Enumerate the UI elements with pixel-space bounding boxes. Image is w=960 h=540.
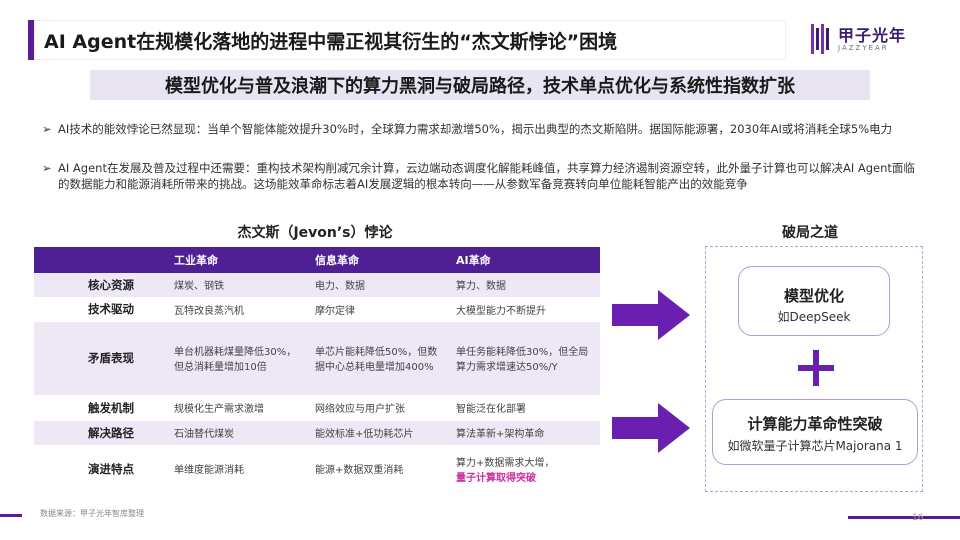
column-header: AI革命 (448, 247, 600, 273)
table-cell: 能源+数据双重消耗 (307, 445, 448, 493)
table-cell: 智能泛在化部署 (448, 395, 600, 421)
table-cell: 算法革新+架构革命 (448, 420, 600, 446)
right-arrow-icon (612, 403, 690, 453)
row-header: 演进特点 (34, 445, 166, 493)
table-cell: 单台机器耗煤量降低30%，但总消耗量增加10倍 (166, 321, 307, 396)
table-cell: 单芯片能耗降低50%，但数据中心总耗电量增加400% (307, 321, 448, 396)
table-row: 矛盾表现 单台机器耗煤量降低30%，但总消耗量增加10倍 单芯片能耗降低50%，… (34, 321, 600, 396)
solutions-title: 破局之道 (782, 225, 838, 241)
table-cell: 煤炭、钢铁 (166, 273, 307, 298)
table-row: 解决路径 石油替代煤炭 能效标准+低功耗芯片 算法革新+架构革命 (34, 420, 600, 446)
row-header: 技术驱动 (34, 297, 166, 322)
table-cell: 能效标准+低功耗芯片 (307, 420, 448, 446)
solution-example: 如微软量子计算芯片Majorana 1 (727, 439, 903, 453)
table-cell: 单任务能耗降低30%，但全局算力需求增速达50%/Y (448, 321, 600, 396)
plus-icon (798, 350, 834, 386)
column-header: 信息革命 (307, 247, 448, 273)
solutions-container (705, 246, 923, 492)
bullet-text: AI Agent在发展及普及过程中还需要：重构技术架构削减冗余计算，云边端动态调… (58, 161, 915, 191)
logo-text-cn: 甲子光年 (838, 26, 907, 45)
table-header-row: 工业革命 信息革命 AI革命 (34, 247, 600, 273)
bullet-arrow-icon: ➢ (42, 161, 52, 175)
brand-logo: 甲子光年 JAZZYEAR (810, 18, 930, 58)
table-title: 杰文斯（Jevon’s）悖论 (237, 225, 393, 241)
table-cell: 电力、数据 (307, 273, 448, 298)
subtitle-banner: 模型优化与普及浪潮下的算力黑洞与破局路径，技术单点优化与系统性指数扩张 (90, 70, 870, 100)
row-header: 触发机制 (34, 395, 166, 421)
row-header: 解决路径 (34, 420, 166, 446)
table-row: 触发机制 规模化生产需求激增 网络效应与用户扩张 智能泛在化部署 (34, 395, 600, 421)
solution-card: 计算能力革命性突破 如微软量子计算芯片Majorana 1 (712, 399, 918, 465)
solution-heading: 计算能力革命性突破 (747, 415, 883, 433)
table-cell: 瓦特改良蒸汽机 (166, 297, 307, 322)
logo-text-en: JAZZYEAR (838, 44, 889, 52)
column-header: 工业革命 (166, 247, 307, 273)
table-row: 核心资源 煤炭、钢铁 电力、数据 算力、数据 (34, 273, 600, 298)
solution-heading: 模型优化 (783, 287, 844, 305)
table-cell-text: 算力+数据需求大增， (456, 457, 555, 469)
footer-divider (0, 514, 22, 517)
table-cell: 摩尔定律 (307, 297, 448, 322)
logo-mark-icon (811, 24, 829, 54)
jevons-table: 工业革命 信息革命 AI革命 核心资源 煤炭、钢铁 电力、数据 算力、数据 技术… (34, 247, 600, 493)
bullet-point: ➢ AI Agent在发展及普及过程中还需要：重构技术架构削减冗余计算，云边端动… (42, 160, 922, 192)
data-source: 数据来源：甲子光年智库整理 (40, 509, 144, 518)
solution-card: 模型优化 如DeepSeek (738, 266, 890, 336)
bullet-point: ➢ AI技术的能效悖论已然显现：当单个智能体能效提升30%时，全球算力需求却激增… (42, 121, 922, 137)
bullet-text: AI技术的能效悖论已然显现：当单个智能体能效提升30%时，全球算力需求却激增50… (58, 122, 893, 136)
column-header (34, 247, 166, 273)
page-number: 16 (912, 513, 924, 523)
table-cell: 算力+数据需求大增， 量子计算取得突破 (448, 445, 600, 493)
right-arrow-icon (612, 290, 690, 340)
table-cell: 网络效应与用户扩张 (307, 395, 448, 421)
footer-divider (848, 516, 960, 519)
table-cell: 规模化生产需求激增 (166, 395, 307, 421)
table-row: 技术驱动 瓦特改良蒸汽机 摩尔定律 大模型能力不断提升 (34, 297, 600, 322)
table-cell: 单维度能源消耗 (166, 445, 307, 493)
table-row: 演进特点 单维度能源消耗 能源+数据双重消耗 算力+数据需求大增， 量子计算取得… (34, 445, 600, 493)
highlight-text: 量子计算取得突破 (456, 472, 536, 484)
table-cell: 算力、数据 (448, 273, 600, 298)
row-header: 矛盾表现 (34, 321, 166, 396)
table-cell: 大模型能力不断提升 (448, 297, 600, 322)
bullet-arrow-icon: ➢ (42, 122, 52, 136)
row-header: 核心资源 (34, 273, 166, 298)
solution-example: 如DeepSeek (777, 310, 851, 324)
page-title: AI Agent在规模化落地的进程中需正视其衍生的“杰文斯悖论”困境 (28, 20, 786, 60)
table-cell: 石油替代煤炭 (166, 420, 307, 446)
